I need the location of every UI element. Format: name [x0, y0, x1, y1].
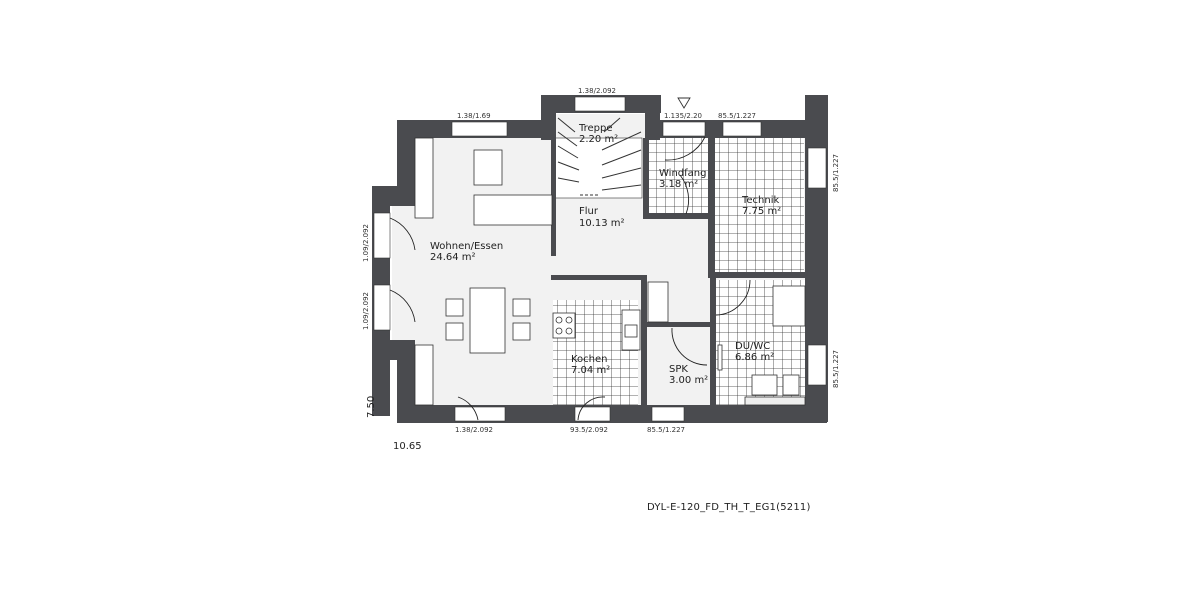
room-area-technik: 7.75 m²	[742, 206, 781, 217]
room-area-windfang: 3.18 m²	[659, 179, 698, 190]
room-name-kochen: Kochen	[571, 354, 608, 365]
interior-walls	[551, 138, 806, 407]
dim-top-stair-window: 1.38/2.092	[578, 87, 616, 95]
room-name-wohnen: Wohnen/Essen	[430, 241, 503, 252]
room-labels: Wohnen/Essen 24.64 m² Treppe 2.20 m² Flu…	[430, 123, 781, 386]
overall-width: 10.65	[393, 441, 422, 452]
dim-left-lower-door: 1.09/2.092	[362, 292, 370, 330]
dimension-labels: 1.38/1.69 1.38/2.092 1.135/2.20 85.5/1.2…	[362, 87, 840, 434]
room-name-spk: SPK	[669, 364, 688, 375]
room-area-duwc: 6.86 m²	[735, 352, 774, 363]
openings	[373, 96, 827, 422]
dim-entrance-door: 1.135/2.20	[664, 112, 702, 120]
dim-left-upper-door: 1.09/2.092	[362, 224, 370, 262]
room-name-technik: Technik	[741, 195, 780, 206]
room-name-flur: Flur	[579, 206, 599, 217]
room-area-wohnen: 24.64 m²	[430, 252, 476, 263]
entrance-arrow-icon	[677, 97, 691, 109]
dim-right-lower-window: 85.5/1.227	[832, 350, 840, 388]
overall-depth: 7.50	[366, 395, 377, 418]
dim-bottom-spk-window: 85.5/1.227	[647, 426, 685, 434]
room-name-treppe: Treppe	[578, 123, 613, 134]
door-swings	[389, 136, 751, 421]
room-area-spk: 3.00 m²	[669, 375, 708, 386]
room-area-flur: 10.13 m²	[579, 218, 625, 229]
room-name-windfang: Windfang	[659, 168, 706, 179]
technik-tiles	[714, 138, 804, 274]
bath-fixtures	[717, 285, 806, 406]
windfang-tiles	[648, 138, 712, 218]
dim-bottom-kitchen-door: 93.5/2.092	[570, 426, 608, 434]
dim-top-technik-window: 85.5/1.227	[718, 112, 756, 120]
dim-top-living-window: 1.38/1.69	[457, 112, 491, 120]
room-name-duwc: DU/WC	[735, 341, 770, 352]
dim-bottom-living-door: 1.38/2.092	[455, 426, 493, 434]
kitchen-fixtures	[552, 281, 669, 351]
room-area-treppe: 2.20 m²	[579, 134, 618, 145]
living-furniture	[414, 137, 553, 406]
stairs	[557, 117, 642, 196]
plan-code: DYL-E-120_FD_TH_T_EG1(5211)	[647, 502, 811, 513]
dim-right-upper-window: 85.5/1.227	[832, 154, 840, 192]
room-area-kochen: 7.04 m²	[571, 365, 610, 376]
